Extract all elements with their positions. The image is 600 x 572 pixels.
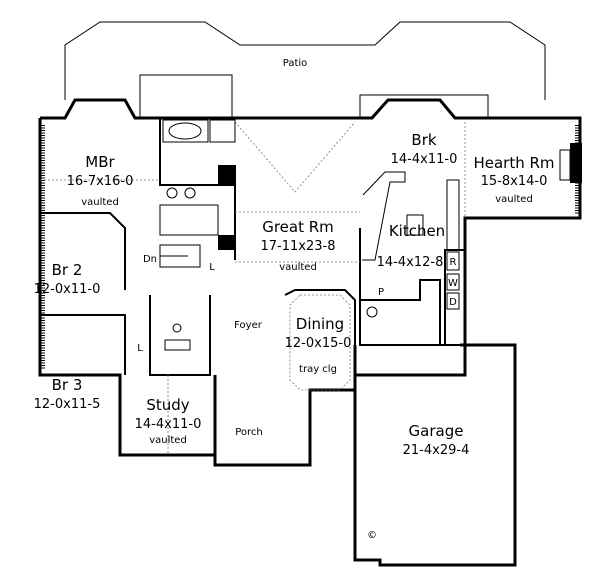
washer-label: W: [448, 278, 458, 289]
room-label-study: Study: [146, 396, 189, 414]
room-label-hearth-rm: Hearth Rm: [473, 154, 554, 172]
room-label-mbr: MBr: [85, 153, 115, 171]
cooktop-icon: [406, 214, 424, 236]
room-label-garage: Garage: [409, 422, 464, 440]
closet-icon: [159, 204, 219, 236]
room-size-dining: 12-0x15-0: [285, 336, 352, 351]
pantry-label: P: [378, 287, 384, 298]
stairs-icon: [159, 244, 201, 268]
room-label-br3: Br 3: [52, 376, 83, 394]
sink-icon: [184, 187, 196, 199]
fireplace-icon: [559, 143, 582, 183]
linen-closet-label: L: [209, 262, 215, 273]
counter: [446, 179, 460, 251]
dryer-icon: [446, 292, 460, 310]
room-size-br2: 12-0x11-0: [34, 282, 101, 297]
bathtub-icon: [162, 119, 209, 143]
dryer-label: D: [449, 297, 457, 308]
interior-walls: [40, 118, 466, 390]
copyright-mark: ©: [367, 530, 377, 541]
room-label-dining: Dining: [296, 315, 344, 333]
room-size-brk: 14-4x11-0: [391, 152, 458, 167]
patio-outline: [64, 21, 546, 118]
room-label-br2: Br 2: [52, 261, 83, 279]
room-label-great-rm: Great Rm: [262, 218, 334, 236]
ceiling-lines: [40, 121, 466, 455]
stairs-down-label: Dn: [143, 254, 157, 265]
toilet-icon: [172, 323, 182, 333]
washer-icon: [446, 273, 460, 291]
shower-icon: [209, 119, 236, 143]
room-note-hearth-rm: vaulted: [495, 194, 533, 205]
refrigerator-icon: [446, 251, 460, 271]
sink-icon: [166, 187, 178, 199]
room-size-study: 14-4x11-0: [135, 417, 202, 432]
room-label-patio: Patio: [283, 58, 308, 69]
room-label-foyer: Foyer: [234, 320, 263, 331]
exterior-walls: [38, 98, 582, 567]
room-label-porch: Porch: [235, 427, 263, 438]
room-size-garage: 21-4x29-4: [403, 443, 470, 458]
room-note-mbr: vaulted: [81, 197, 119, 208]
refrigerator-label: R: [450, 257, 457, 268]
linen-closet-label: L: [137, 343, 143, 354]
room-label-kitchen: Kitchen: [389, 222, 445, 240]
room-size-kitchen: 14-4x12-8: [377, 255, 444, 270]
room-size-hearth-rm: 15-8x14-0: [481, 174, 548, 189]
room-size-great-rm: 17-11x23-8: [261, 239, 336, 254]
room-note-great-rm: vaulted: [279, 262, 317, 273]
toilet-icon: [366, 306, 378, 318]
counter: [362, 171, 406, 261]
room-label-brk: Brk: [411, 131, 436, 149]
room-note-dining: tray clg: [299, 364, 337, 375]
bathtub-icon: [164, 339, 191, 351]
room-note-study: vaulted: [149, 435, 187, 446]
room-size-br3: 12-0x11-5: [34, 397, 101, 412]
room-size-mbr: 16-7x16-0: [67, 174, 134, 189]
fixtures: [159, 119, 582, 351]
